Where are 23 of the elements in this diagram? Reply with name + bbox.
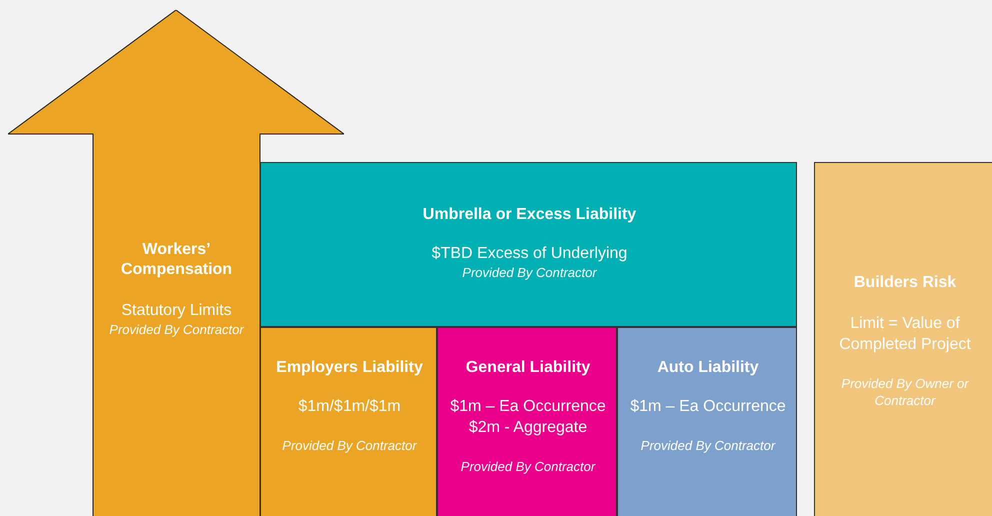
coverage-limit: $1m/$1m/$1m: [297, 397, 402, 417]
coverage-limit: Statutory Limits: [120, 301, 233, 321]
coverage-box: [814, 162, 992, 516]
provider-note: Provided By Owner or Contractor: [840, 375, 970, 409]
provider-note: Provided By Contractor: [108, 321, 245, 338]
coverage-title: Auto Liability: [656, 358, 760, 378]
provider-note: Provided By Contractor: [461, 264, 598, 281]
provider-note: Provided By Contractor: [460, 458, 596, 475]
provider-note: Provided By Contractor: [640, 437, 776, 454]
coverage-box: [260, 327, 437, 516]
coverage-title: General Liability: [464, 358, 592, 378]
coverage-title: Workers’ Compensation: [120, 240, 234, 280]
coverage-title: Builders Risk: [852, 273, 958, 293]
coverage-title: Umbrella or Excess Liability: [422, 205, 638, 225]
provider-note: Provided By Contractor: [281, 437, 418, 454]
coverage-limit: $TBD Excess of Underlying: [430, 244, 628, 264]
coverage-limit: $1m – Ea Occurrence: [629, 397, 787, 417]
coverage-limit: $1m – Ea Occurrence $2m - Aggregate: [449, 397, 607, 438]
coverage-box: [617, 327, 797, 516]
coverage-box: [260, 162, 797, 327]
coverage-limit: Limit = Value of Completed Project: [838, 314, 972, 355]
coverage-title: Employers Liability: [275, 358, 424, 378]
coverage-box: [437, 327, 617, 516]
